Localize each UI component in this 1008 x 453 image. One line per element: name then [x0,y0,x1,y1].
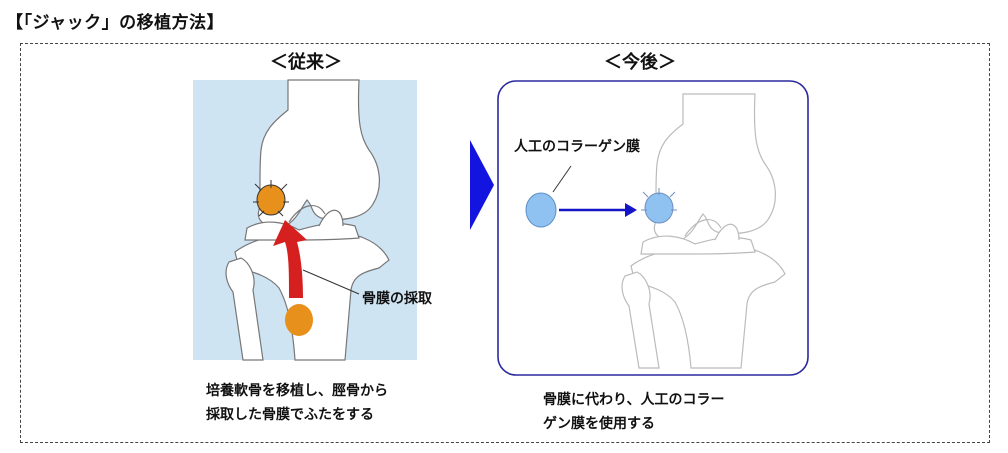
fibula-bone [225,257,264,361]
right-heading: ＜今後＞ [604,52,676,73]
right-panel [497,80,809,376]
cartilage-graft [253,180,289,217]
right-caption: 骨膜に代わり、人工のコラー ゲン膜を使用する [543,388,724,436]
femur-bone-faded [653,93,776,242]
meniscus-faded [640,235,756,255]
collagen-membrane-source [525,192,557,228]
left-caption-line-2: 採取した骨膜でふたをする [206,407,374,423]
diagram-frame [20,43,990,443]
right-label: 人工のコラーゲン膜 [514,139,640,155]
fibula-bone-faded [621,271,660,369]
right-caption-line-2: ゲン膜を使用する [543,416,655,432]
placement-arrowhead [625,203,637,217]
left-knee-illustration [193,79,417,361]
left-caption-line-1: 培養軟骨を移植し、脛骨から [206,383,388,399]
collagen-membrane-placed [641,188,677,224]
right-caption-line-1: 骨膜に代わり、人工のコラー [543,392,725,408]
left-heading: ＜従来＞ [270,52,342,73]
page-title: 【「ジャック」の移植方法】 [6,13,225,33]
femur-bone [257,79,380,228]
periosteum-source [285,304,313,336]
left-caption: 培養軟骨を移植し、脛骨から 採取した骨膜でふたをする [206,379,388,427]
transition-arrow [470,140,494,230]
harvest-arrow [273,220,307,298]
left-label: 骨膜の採取 [362,291,432,307]
